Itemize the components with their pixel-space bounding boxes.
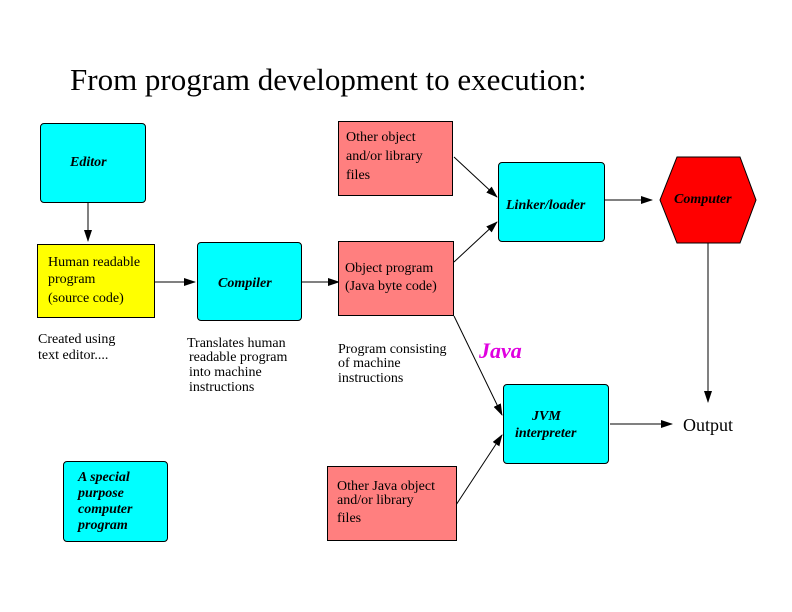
jvm-interpreter-box: JVM interpreter — [503, 384, 609, 464]
output-label: Output — [683, 415, 734, 435]
special-line-3: computer — [78, 502, 133, 517]
other-java-object-files-box: Other Java object and/or library files — [327, 466, 457, 541]
diagram-title: From program development to execution: — [70, 62, 587, 97]
other-object-line-3: files — [346, 168, 371, 183]
source-line-2: program — [48, 272, 96, 287]
computer-hexagon — [659, 156, 757, 244]
arrow-object-to-linker — [453, 221, 498, 263]
arrow-otherjava-to-jvm — [455, 434, 503, 506]
source-line-3: (source code) — [48, 291, 124, 306]
linker-loader-box: Linker/loader — [498, 162, 605, 242]
object-program-line-2: (Java byte code) — [345, 279, 437, 294]
compiler-box: Compiler — [197, 242, 302, 321]
object-program-line-1: Object program — [345, 261, 434, 276]
editor-note-line-1: Created using — [38, 332, 116, 347]
source-line-1: Human readable — [48, 255, 141, 270]
arrow-otherobj-to-linker — [453, 156, 498, 198]
jvm-label-2: interpreter — [515, 426, 577, 441]
special-line-4: program — [78, 518, 128, 533]
compiler-note-line-1: Translates human — [187, 336, 286, 351]
editor-note-line-2: text editor.... — [38, 348, 109, 363]
object-program-box: Object program (Java byte code) — [338, 241, 454, 316]
other-java-line-3: files — [337, 511, 362, 526]
compiler-note-line-4: instructions — [189, 380, 255, 395]
editor-box: Editor — [40, 123, 146, 203]
other-object-files-box: Other object and/or library files — [338, 121, 453, 196]
other-java-line-1: Other Java object — [337, 479, 435, 494]
special-line-1: A special — [78, 470, 130, 485]
source-code-box: Human readable program (source code) — [37, 244, 155, 318]
arrow-object-to-jvm — [453, 315, 503, 416]
object-note-line-1: Program consisting — [338, 342, 447, 357]
other-java-line-2: and/or library — [337, 493, 414, 508]
object-note-line-2: of machine — [338, 356, 401, 371]
special-line-2: purpose — [78, 486, 124, 501]
computer-label: Computer — [674, 192, 732, 207]
compiler-label: Compiler — [218, 276, 272, 291]
compiler-note-line-3: into machine — [189, 365, 262, 380]
linker-loader-label: Linker/loader — [506, 198, 586, 213]
compiler-note-line-2: readable program — [189, 350, 288, 365]
other-object-line-1: Other object — [346, 130, 416, 145]
jvm-label-1: JVM — [532, 409, 561, 424]
object-note-line-3: instructions — [338, 371, 404, 386]
special-purpose-box: A special purpose computer program — [63, 461, 168, 542]
editor-label: Editor — [70, 155, 107, 170]
java-label: Java — [479, 338, 522, 363]
other-object-line-2: and/or library — [346, 149, 423, 164]
